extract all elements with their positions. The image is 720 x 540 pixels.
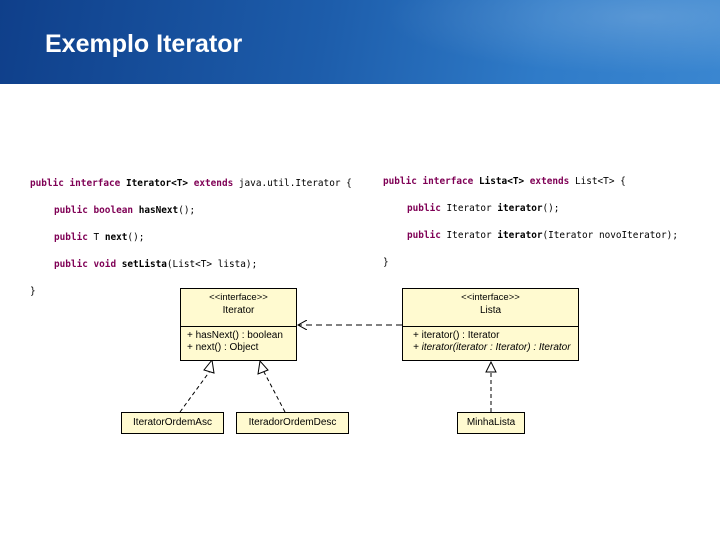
code-block-lista: public interface Lista<T> extends List<T… [383,161,678,283]
code-line: public Iterator iterator(); [407,202,560,214]
realization-arrowhead-desc [257,359,269,375]
code-block-iterator: public interface Iterator<T> extends jav… [30,163,352,313]
operations-list: + iterator() : Iterator + iterator(itera… [403,327,578,357]
stereotype-label: <<interface>> [209,292,268,303]
code-line: public boolean hasNext(); [54,204,196,216]
realization-arrowhead-minhalista [485,360,497,373]
uml-class-minha-lista: MinhaLista [457,412,525,434]
uml-class-iterator-ordem-asc: IteratorOrdemAsc [121,412,224,434]
uml-interface-lista: <<interface>> Lista + iterator() : Itera… [402,288,579,361]
realization-line-asc [179,370,211,413]
code-line: public Iterator iterator(Iterator novoIt… [407,229,678,241]
code-line: public T next(); [54,231,145,243]
operation: + next() : Object [187,342,259,353]
slide-header: Exemplo Iterator [0,0,720,84]
realization-line-desc [263,371,286,413]
code-line: public interface Iterator<T> extends jav… [30,177,352,189]
interface-name: Lista [479,305,502,316]
realization-arrowhead-asc [203,358,215,374]
code-line: public interface Lista<T> extends List<T… [383,175,626,187]
interface-name: Iterator [222,305,255,316]
slide-title: Exemplo Iterator [45,30,243,58]
stereotype-label: <<interface>> [461,292,520,303]
operation: + iterator(iterator : Iterator) : Iterat… [413,342,571,353]
operation: + hasNext() : boolean [187,330,283,341]
operations-list: + hasNext() : boolean + next() : Object [181,327,296,357]
uml-header: <<interface>> Lista [403,289,578,327]
uml-interface-iterator: <<interface>> Iterator + hasNext() : boo… [180,288,297,361]
header-glow [340,0,720,84]
code-line: public void setLista(List<T> lista); [54,259,258,271]
code-line: } [30,286,36,298]
uml-header: <<interface>> Iterator [181,289,296,327]
uml-class-iterador-ordem-desc: IteradorOrdemDesc [236,412,349,434]
code-line: } [383,257,389,269]
operation: + iterator() : Iterator [413,330,500,341]
